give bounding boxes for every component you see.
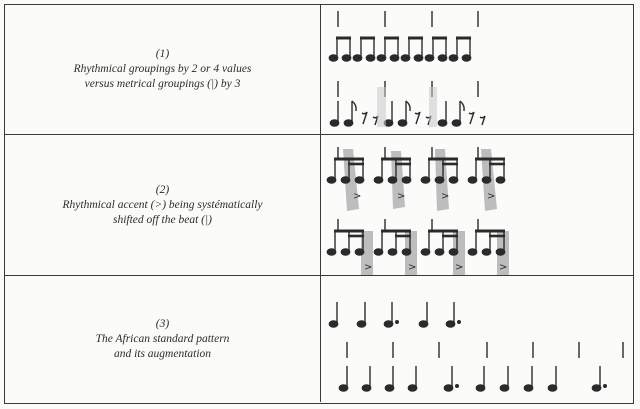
accent-mark: > xyxy=(364,262,372,273)
notation-3 xyxy=(321,276,631,402)
accent-mark: > xyxy=(353,191,361,202)
augmentation-beat-marks xyxy=(346,342,624,358)
caption-1-line2: versus metrical groupings (|) by 3 xyxy=(84,78,241,90)
augmentation-pattern xyxy=(338,366,608,392)
caption-1-line1: Rhythmical groupings by 2 or 4 values xyxy=(73,63,252,75)
notation-1-svg xyxy=(328,11,486,127)
notation-2: > > > > xyxy=(321,135,631,275)
table-row-2: (2) Rhythmical accent (>) being systémat… xyxy=(5,135,633,276)
rhythm-table: (1) Rhythmical groupings by 2 or 4 value… xyxy=(4,4,634,404)
caption-2-line2: shifted off the beat (|) xyxy=(113,213,212,226)
accent-mark: > xyxy=(455,262,463,273)
caption-3-line1: The African standard pattern xyxy=(95,332,230,345)
beat-marks-bottom xyxy=(337,81,479,97)
notation-2-svg: > > > > xyxy=(326,147,509,275)
beat-marks-top xyxy=(337,11,479,27)
table-row-1: (1) Rhythmical groupings by 2 or 4 value… xyxy=(5,5,633,135)
caption-1: (1) Rhythmical groupings by 2 or 4 value… xyxy=(5,5,321,134)
caption-2: (2) Rhythmical accent (>) being systémat… xyxy=(5,135,321,275)
caption-2-line1: Rhythmical accent (>) being systématical… xyxy=(62,198,263,211)
eighth-rest-groups xyxy=(329,100,486,127)
caption-3-number: (3) xyxy=(155,317,170,330)
highlight-marks-row1 xyxy=(377,87,437,127)
standard-pattern xyxy=(328,302,461,328)
caption-1-number: (1) xyxy=(155,48,170,60)
beamed-groups-top xyxy=(326,147,506,184)
beamed-pairs-top xyxy=(328,36,472,62)
accent-mark: > xyxy=(408,262,416,273)
accent-mark: > xyxy=(487,191,495,202)
beamed-groups-bottom xyxy=(326,219,506,256)
caption-3: (3) The African standard pattern and its… xyxy=(5,276,321,402)
notation-3-svg xyxy=(328,302,624,392)
accent-mark: > xyxy=(499,262,507,273)
accent-mark: > xyxy=(397,191,405,202)
accent-mark: > xyxy=(441,191,449,202)
notation-1 xyxy=(321,5,631,134)
caption-2-number: (2) xyxy=(155,183,170,196)
accent-shading xyxy=(343,149,509,275)
caption-3-line2: and its augmentation xyxy=(113,347,212,360)
table-row-3: (3) The African standard pattern and its… xyxy=(5,276,633,402)
